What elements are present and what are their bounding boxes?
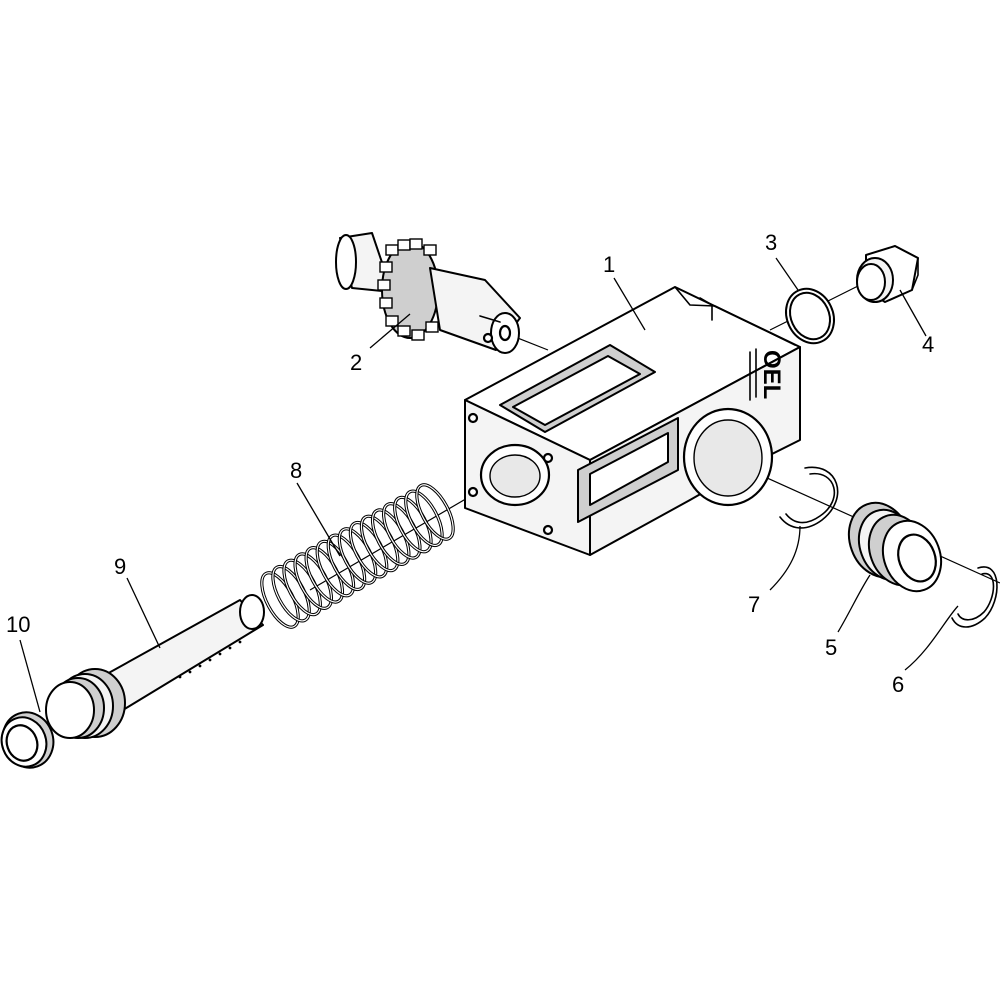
callout-numbers: 1 2 3 4 5 6 7 8 9 10 [6, 230, 934, 697]
leader-lines [19, 257, 959, 713]
callout-8: 8 [290, 458, 302, 483]
pinion-shaft-part-2 [335, 232, 521, 354]
snap-ring-part-6 [951, 566, 998, 628]
callout-3: 3 [765, 230, 777, 255]
callout-10: 10 [6, 612, 30, 637]
spring-coils [260, 483, 455, 629]
callout-6: 6 [892, 672, 904, 697]
seal-ring-part-10 [0, 711, 55, 769]
o-ring-part-3 [785, 287, 835, 345]
plug-part-4 [856, 245, 919, 303]
housing-marking: OEL [758, 350, 785, 399]
housing-part-1: OEL [464, 286, 801, 556]
shaft-knurl [178, 640, 242, 679]
spring-coil [405, 490, 443, 547]
snap-ring-part-7 [779, 466, 839, 529]
piston-part-9 [45, 594, 265, 739]
callout-9: 9 [114, 554, 126, 579]
gear-teeth [377, 238, 439, 341]
callout-1: 1 [603, 252, 615, 277]
bushing-part-5 [847, 501, 943, 593]
callout-7: 7 [748, 592, 760, 617]
callout-4: 4 [922, 332, 934, 357]
callout-5: 5 [825, 635, 837, 660]
callout-2: 2 [350, 350, 362, 375]
spring-part-8 [260, 483, 455, 629]
spring-coil [416, 484, 454, 540]
